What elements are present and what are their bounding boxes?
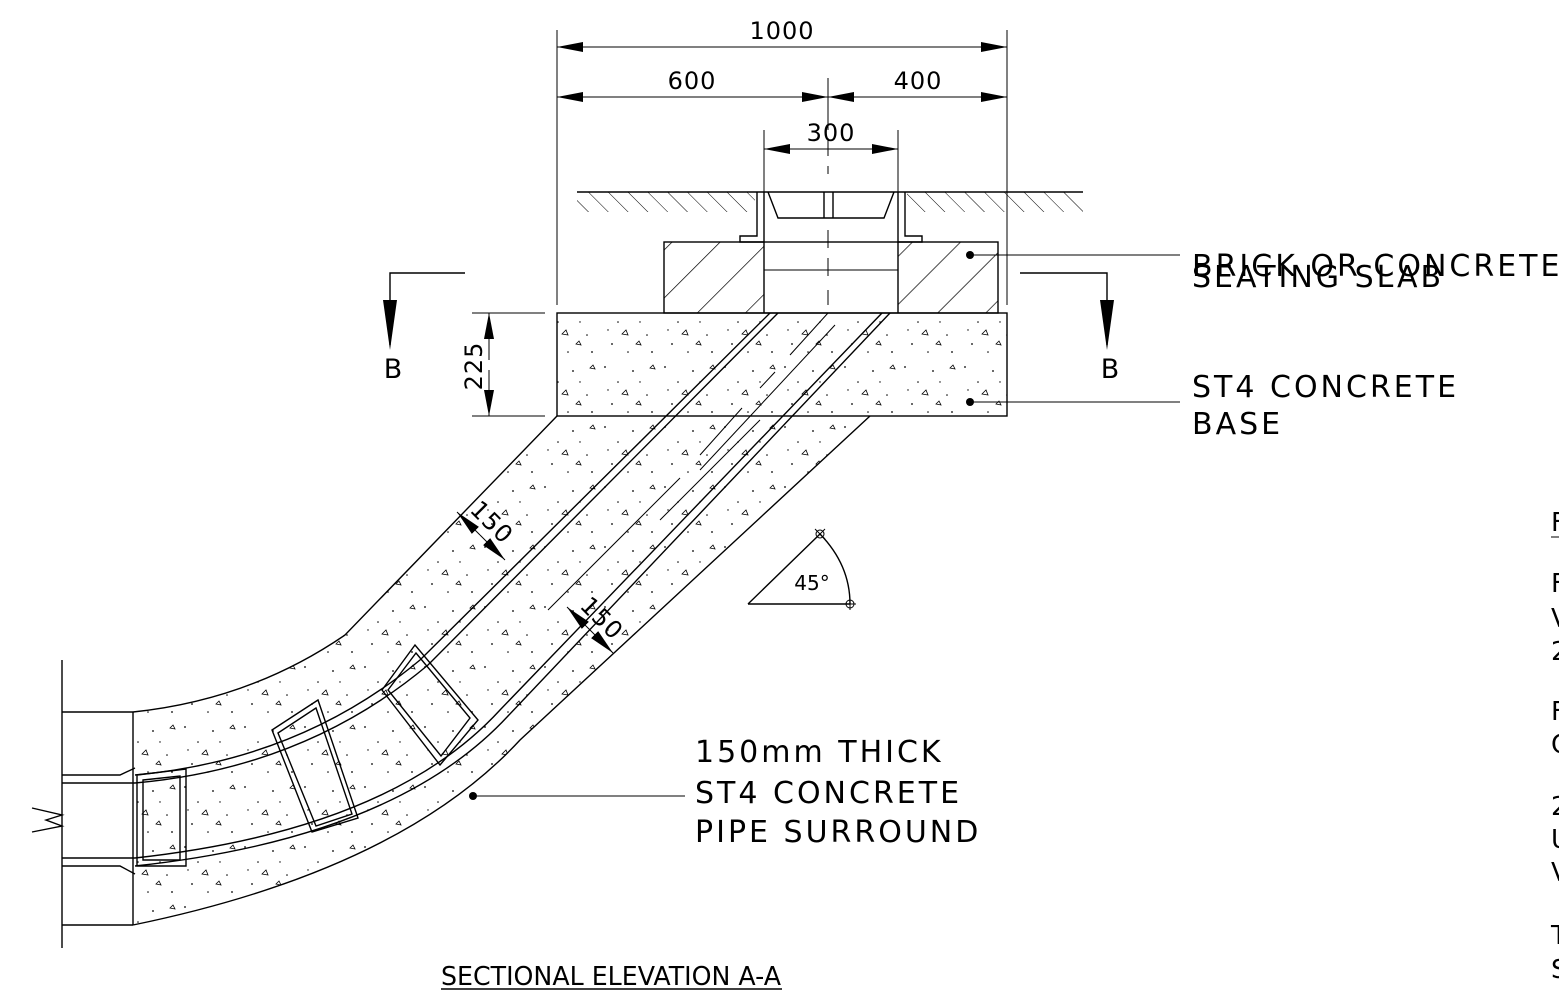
section-marker-left-label: B — [384, 354, 403, 385]
section-marker-right — [1020, 272, 1114, 350]
callout-base-line2: BASE — [1192, 407, 1283, 442]
surround-dims — [456, 511, 614, 654]
drawing-title: SECTIONAL ELEVATION A-A — [441, 962, 781, 992]
angle-label: 45° — [794, 571, 829, 595]
seating-slab — [663, 230, 999, 314]
side-note-9: T — [1550, 921, 1559, 951]
section-marker-right-label: B — [1101, 354, 1120, 385]
side-notes-clipped: F F V 2 F C 2 U V T S — [1550, 508, 1559, 985]
callout-seating-slab-line2: SEATING SLAB — [1192, 260, 1444, 295]
side-note-4: F — [1551, 697, 1559, 727]
ground-surface — [577, 191, 1083, 212]
side-note-1: F — [1551, 569, 1559, 599]
side-note-2: V — [1551, 604, 1559, 634]
dim-opening-width: 300 — [807, 119, 856, 147]
side-note-7: U — [1551, 825, 1559, 855]
side-note-8: V — [1551, 858, 1559, 888]
cover-frame — [739, 191, 923, 243]
callout-surround-line3: PIPE SURROUND — [695, 815, 981, 850]
callout-base-line1: ST4 CONCRETE — [1192, 370, 1459, 405]
section-marker-left — [383, 272, 465, 350]
dim-right-width: 400 — [894, 67, 943, 95]
side-note-6: 2 — [1551, 792, 1559, 822]
side-note-0: F — [1551, 508, 1559, 538]
callout-surround-line1: 150mm THICK — [695, 735, 944, 770]
side-note-10: S — [1551, 955, 1559, 985]
dim-overall-width: 1000 — [749, 17, 814, 45]
callout-surround-line2: ST4 CONCRETE — [695, 776, 962, 811]
callout-seating-slab-line2-text: SEATING SLAB — [1192, 260, 1444, 295]
concrete-base — [556, 312, 1008, 417]
pipe-surround — [132, 415, 871, 926]
side-note-3: 2 — [1551, 637, 1559, 667]
angle-indicator — [747, 528, 856, 610]
pipe — [134, 312, 891, 867]
callout-seating-slab-line1: BRICK OR CONCRETE — [1192, 249, 1559, 284]
dimension-lines — [472, 30, 1008, 417]
dim-left-width: 600 — [668, 67, 717, 95]
dim-base-depth: 225 — [460, 342, 488, 391]
callout-leaders — [469, 251, 1180, 800]
connecting-pipe — [31, 660, 136, 948]
side-note-5: C — [1551, 730, 1559, 760]
